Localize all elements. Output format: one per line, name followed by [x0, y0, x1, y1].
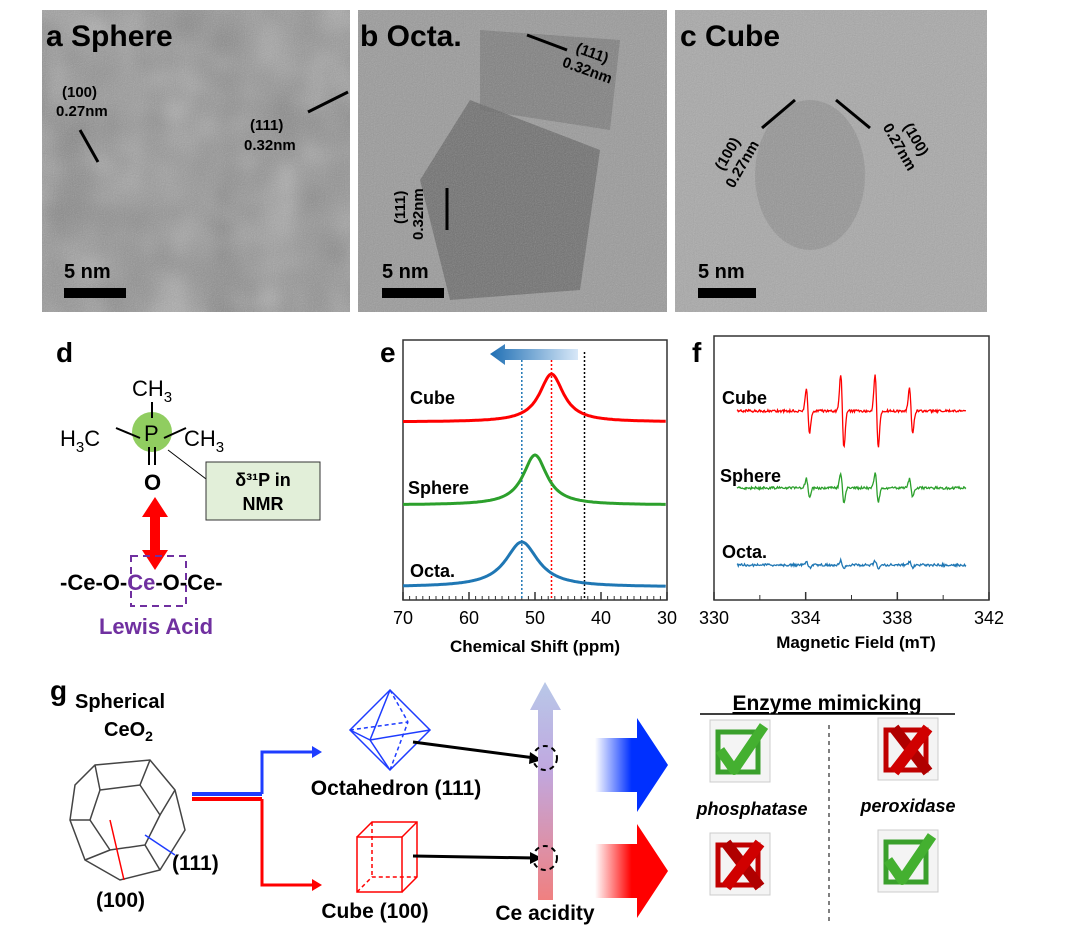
panel-letter: f — [692, 337, 702, 368]
lattice-label: (111) — [392, 191, 409, 224]
panel-a-title: a Sphere — [46, 20, 173, 53]
branch-arrows — [192, 746, 322, 891]
scale-bar — [698, 288, 756, 298]
x-tick-label: 330 — [699, 608, 729, 628]
ce-chain: -Ce-O-Ce-O-Ce- — [60, 570, 223, 595]
panel-letter: d — [56, 337, 73, 368]
x-tick-label: 338 — [882, 608, 912, 628]
scale-bar-label: 5 nm — [382, 261, 429, 283]
lattice-spacing: 0.32nm — [244, 137, 296, 154]
blue-arrow — [595, 718, 668, 812]
atom-p: P — [144, 421, 159, 446]
red-arrow — [595, 824, 668, 918]
nmr-curve-sphere — [403, 453, 666, 506]
spherical-label: Spherical — [75, 691, 165, 713]
cross-icon — [877, 717, 939, 781]
enzyme-title: Enzyme mimicking — [732, 692, 921, 715]
ce-site-box — [130, 555, 187, 607]
scale-bar — [64, 288, 126, 298]
panel-a-tem-image: a Sphere (100) 0.27nm (111) 0.32nm 5 nm — [42, 10, 350, 312]
scale-bar-label: 5 nm — [698, 261, 745, 283]
methyl-right: CH3 — [184, 426, 224, 456]
ce-acidity-label: Ce acidity — [495, 902, 595, 925]
peroxidase-label: peroxidase — [859, 796, 955, 816]
series-label: Octa. — [410, 561, 455, 581]
nmr-curve-octa — [403, 540, 666, 588]
scale-bar-label: 5 nm — [64, 261, 111, 283]
x-tick-label: 342 — [974, 608, 1004, 628]
epr-curve-sphere — [736, 471, 967, 504]
nmr-curve-cube — [403, 372, 666, 423]
shift-arrow — [490, 344, 578, 365]
facet-111-label: (111) — [172, 852, 219, 875]
scale-bar — [382, 288, 444, 298]
lattice-spacing: 0.32nm — [410, 188, 427, 240]
panel-g-scheme: g Spherical CeO2 (111) (100) Octahedron … — [50, 675, 956, 925]
octahedron-icon — [348, 688, 432, 772]
epr-curve-cube — [736, 374, 967, 449]
x-tick-label: 70 — [393, 608, 413, 628]
panel-c-tem-image: c Cube (100)0.27nm (100)0.27nm 5 nm — [675, 10, 987, 312]
methyl-top: CH3 — [132, 376, 172, 406]
x-axis-label: Magnetic Field (mT) — [776, 633, 936, 652]
facet-100-label: (100) — [96, 889, 145, 912]
x-tick-label: 334 — [791, 608, 821, 628]
x-tick-label: 60 — [459, 608, 479, 628]
lattice-spacing: 0.27nm — [56, 103, 108, 120]
cube-icon — [356, 821, 418, 893]
nmr-box-line1: δ³¹P in — [235, 470, 291, 490]
truncated-octahedron-icon — [69, 759, 186, 881]
x-tick-label: 30 — [657, 608, 677, 628]
panel-d-structure: d P CH3 H3C CH3 O δ³¹P in NMR -Ce-O-Ce-O… — [56, 337, 321, 639]
series-label: Cube — [410, 388, 455, 408]
ce-acidity-axis — [530, 682, 561, 900]
ceo2-label: CeO2 — [104, 719, 153, 744]
lattice-label: (111) — [250, 117, 283, 134]
check-icon — [709, 719, 771, 783]
phosphatase-label: phosphatase — [695, 799, 807, 819]
panel-c-title: c Cube — [680, 20, 780, 53]
x-tick-label: 40 — [591, 608, 611, 628]
cross-icon — [709, 832, 771, 896]
nmr-box-line2: NMR — [243, 494, 284, 514]
methyl-left: H3C — [60, 426, 100, 456]
panel-b-tem-image: b Octa. (111)0.32nm (111)0.32nm 5 nm — [358, 10, 667, 312]
x-axis-label: Chemical Shift (ppm) — [450, 637, 620, 656]
x-tick-label: 50 — [525, 608, 545, 628]
double-arrow — [142, 497, 168, 570]
panel-b-title: b Octa. — [360, 20, 462, 53]
series-label: Cube — [722, 388, 767, 408]
series-label: Octa. — [722, 542, 767, 562]
octahedron-label: Octahedron (111) — [311, 777, 481, 800]
phosphorus-highlight — [132, 412, 172, 452]
check-icon — [877, 829, 939, 893]
lattice-label: (100) — [62, 84, 97, 101]
epr-curve-octa — [736, 557, 967, 570]
nmr-box — [205, 461, 321, 521]
panel-letter: g — [50, 675, 67, 706]
lewis-acid-label: Lewis Acid — [99, 614, 213, 639]
series-label: Sphere — [720, 466, 781, 486]
series-label: Sphere — [408, 478, 469, 498]
atom-o: O — [144, 470, 161, 495]
panel-letter: e — [380, 337, 396, 368]
cube-label: Cube (100) — [321, 900, 428, 923]
